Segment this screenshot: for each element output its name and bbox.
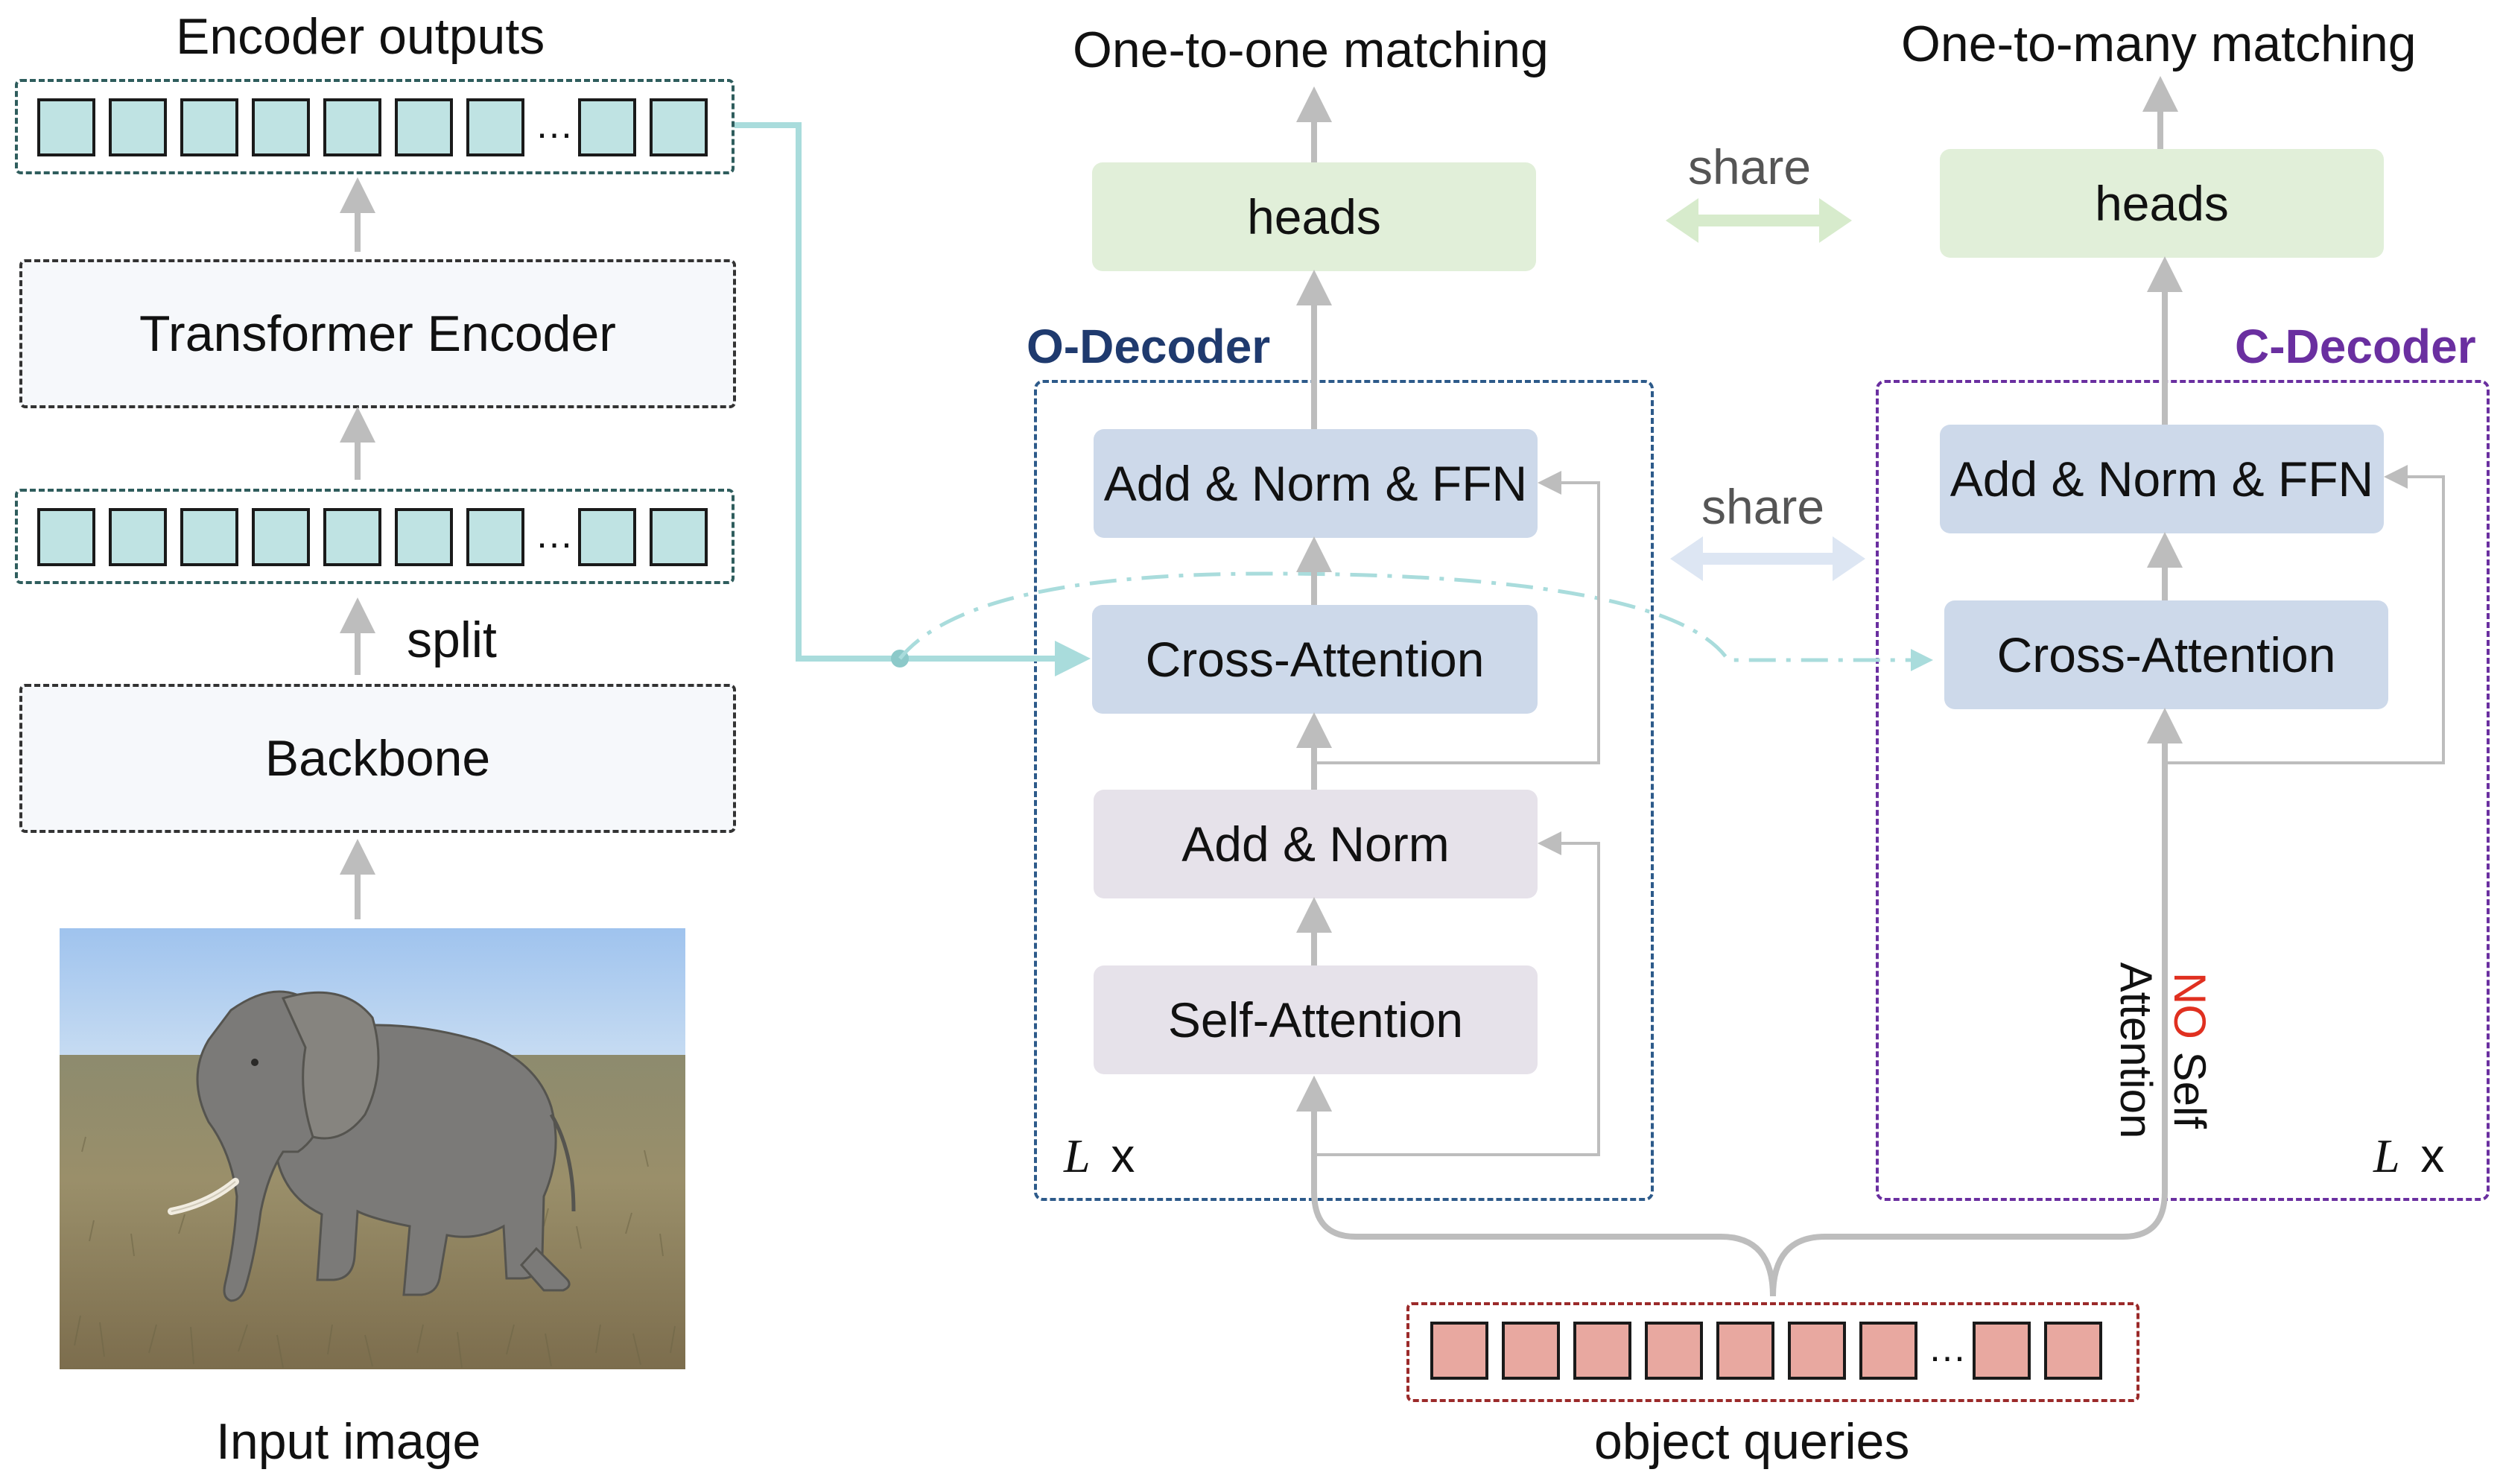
- c-add-norm-ffn-label: Add & Norm & FFN: [1950, 451, 2374, 507]
- c-cross-attention-block: Cross-Attention: [1944, 600, 2388, 709]
- residual-line: [1314, 471, 1600, 764]
- o-add-norm-ffn-block: Add & Norm & FFN: [1094, 429, 1538, 538]
- token: [180, 98, 238, 156]
- one-to-many-matching-label: One-to-many matching: [1901, 16, 2417, 72]
- token: [1502, 1322, 1560, 1380]
- heads-label: heads: [2095, 176, 2229, 231]
- token: [466, 508, 524, 566]
- query-brace: [1770, 708, 2183, 1297]
- backbone-box: Backbone: [19, 684, 736, 833]
- backbone-label: Backbone: [264, 730, 491, 787]
- token: [395, 508, 453, 566]
- token: [1973, 1322, 2031, 1380]
- token: [1430, 1322, 1488, 1380]
- ellipsis: …: [1928, 1327, 1967, 1370]
- c-decoder-title: C-Decoder: [2235, 320, 2476, 373]
- o-cross-attention-label: Cross-Attention: [1145, 632, 1485, 687]
- c-cross-attention-label: Cross-Attention: [1996, 627, 2336, 682]
- c-decoder-heads: heads: [1940, 149, 2384, 258]
- token: [37, 98, 95, 156]
- c-repeat-suffix: x: [2420, 1129, 2445, 1182]
- share-ffn-label: share: [1701, 479, 1825, 534]
- one-to-one-matching-label: One-to-one matching: [1073, 22, 1549, 78]
- query-brace: [1296, 1076, 1776, 1297]
- token: [466, 98, 524, 156]
- ellipsis: …: [535, 104, 574, 147]
- token: [1645, 1322, 1703, 1380]
- token: [252, 508, 310, 566]
- token: [395, 98, 453, 156]
- c-repeat-symbol: L: [2373, 1129, 2400, 1182]
- c-decoder-box: [1876, 380, 2490, 1201]
- encoder-outputs-label: Encoder outputs: [176, 8, 545, 65]
- transformer-encoder-label: Transformer Encoder: [139, 305, 616, 362]
- o-add-norm-ffn-label: Add & Norm & FFN: [1103, 456, 1528, 511]
- o-decoder-heads: heads: [1092, 162, 1536, 271]
- token: [1573, 1322, 1631, 1380]
- token: [109, 508, 167, 566]
- token: [1716, 1322, 1774, 1380]
- o-self-attention-block: Self-Attention: [1094, 965, 1538, 1074]
- o-repeat-label: L x: [1064, 1128, 1135, 1184]
- token: [252, 98, 310, 156]
- share-heads-label: share: [1688, 139, 1812, 194]
- token: [650, 508, 708, 566]
- token: [1859, 1322, 1917, 1380]
- ellipsis: …: [535, 513, 574, 556]
- token: [1788, 1322, 1846, 1380]
- elephant-photo-icon: [60, 928, 685, 1369]
- token: [2044, 1322, 2102, 1380]
- object-query-tokens: …: [1406, 1302, 2139, 1402]
- residual-line: [2165, 465, 2445, 764]
- token: [578, 98, 636, 156]
- o-add-norm-label: Add & Norm: [1181, 816, 1450, 872]
- c-add-norm-ffn-block: Add & Norm & FFN: [1940, 425, 2384, 533]
- token: [650, 98, 708, 156]
- c-repeat-label: L x: [2373, 1128, 2444, 1184]
- encoder-link-dashed: [898, 571, 1933, 671]
- token: [109, 98, 167, 156]
- o-self-attention-label: Self-Attention: [1167, 992, 1464, 1047]
- residual-line: [1314, 831, 1600, 1156]
- o-repeat-suffix: x: [1111, 1129, 1135, 1182]
- token: [323, 98, 381, 156]
- encoder-link-line: [735, 122, 1091, 676]
- o-decoder-box: [1034, 380, 1654, 1201]
- input-image: [60, 928, 685, 1369]
- backbone-split-tokens: …: [15, 489, 735, 584]
- share-heads-double-arrow: [1666, 198, 1852, 243]
- token: [578, 508, 636, 566]
- o-decoder-title: O-Decoder: [1027, 320, 1271, 373]
- token: [37, 508, 95, 566]
- o-cross-attention-block: Cross-Attention: [1092, 605, 1538, 714]
- split-label: split: [407, 612, 497, 668]
- object-queries-label: object queries: [1594, 1413, 1910, 1470]
- input-image-label: Input image: [216, 1413, 481, 1470]
- transformer-encoder-box: Transformer Encoder: [19, 259, 736, 408]
- token: [323, 508, 381, 566]
- o-add-norm-block: Add & Norm: [1094, 790, 1538, 898]
- encoder-output-tokens: …: [15, 79, 735, 174]
- token: [180, 508, 238, 566]
- share-ffn-double-arrow: [1670, 536, 1865, 581]
- o-repeat-symbol: L: [1064, 1129, 1091, 1182]
- heads-label: heads: [1247, 189, 1381, 244]
